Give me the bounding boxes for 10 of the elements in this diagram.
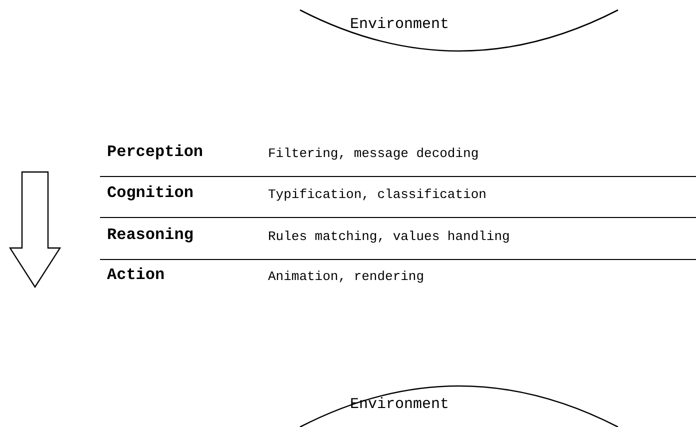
layer-description: Filtering, message decoding xyxy=(268,146,479,161)
environment-label: Environment xyxy=(350,16,450,33)
layer-name: Perception xyxy=(107,143,204,161)
layer-description: Animation, rendering xyxy=(268,269,424,284)
layer-name: Action xyxy=(107,266,165,284)
layer-description: Rules matching, values handling xyxy=(268,229,510,244)
layer-name: Reasoning xyxy=(107,226,194,244)
environment-label: Environment xyxy=(350,396,450,413)
layer-description: Typification, classification xyxy=(268,187,486,202)
layer-name: Cognition xyxy=(107,184,194,202)
